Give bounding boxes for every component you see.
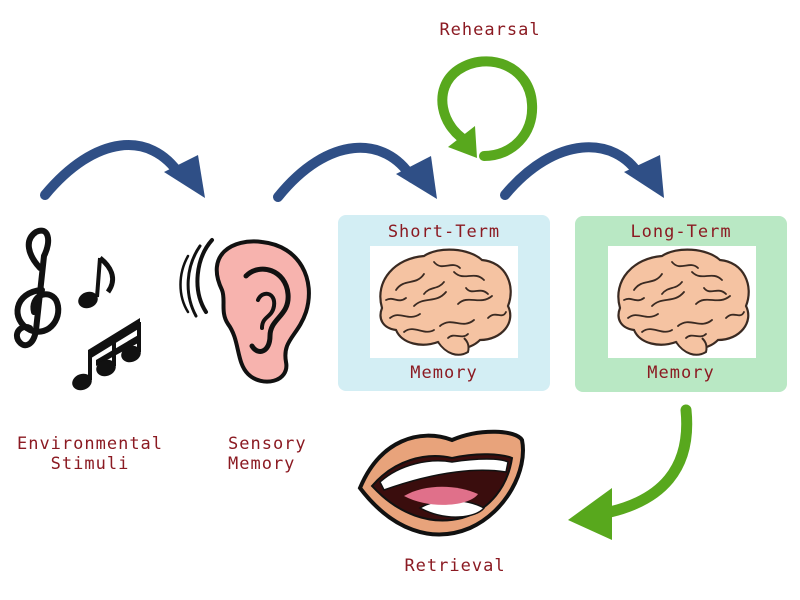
arrow-short-to-long-term [500,142,664,200]
short-term-label-top: Short-Term [387,222,501,242]
arrow-stimuli-to-sensory [40,140,205,200]
environmental-stimuli-label-line2: Stimuli [50,454,130,474]
arrow-long-term-to-retrieval [568,404,693,540]
mouth-icon [357,429,525,537]
short-term-label-bottom: Memory [410,363,478,383]
environmental-stimuli-label-line1: Environmental [16,434,164,454]
arrow-sensory-to-short-term [273,142,437,202]
rehearsal-label: Rehearsal [439,20,541,40]
long-term-brain-icon [617,248,750,356]
sensory-memory-label-line2: Memory [228,454,296,474]
sensory-memory-label-line1: Sensory [228,434,307,454]
rehearsal-cycle-icon [437,56,538,161]
short-term-brain-icon [379,248,512,356]
ear-icon [179,238,311,384]
long-term-label-bottom: Memory [647,363,715,383]
music-notes-icon [14,227,141,391]
long-term-label-top: Long-Term [630,222,732,242]
retrieval-label: Retrieval [404,556,506,576]
